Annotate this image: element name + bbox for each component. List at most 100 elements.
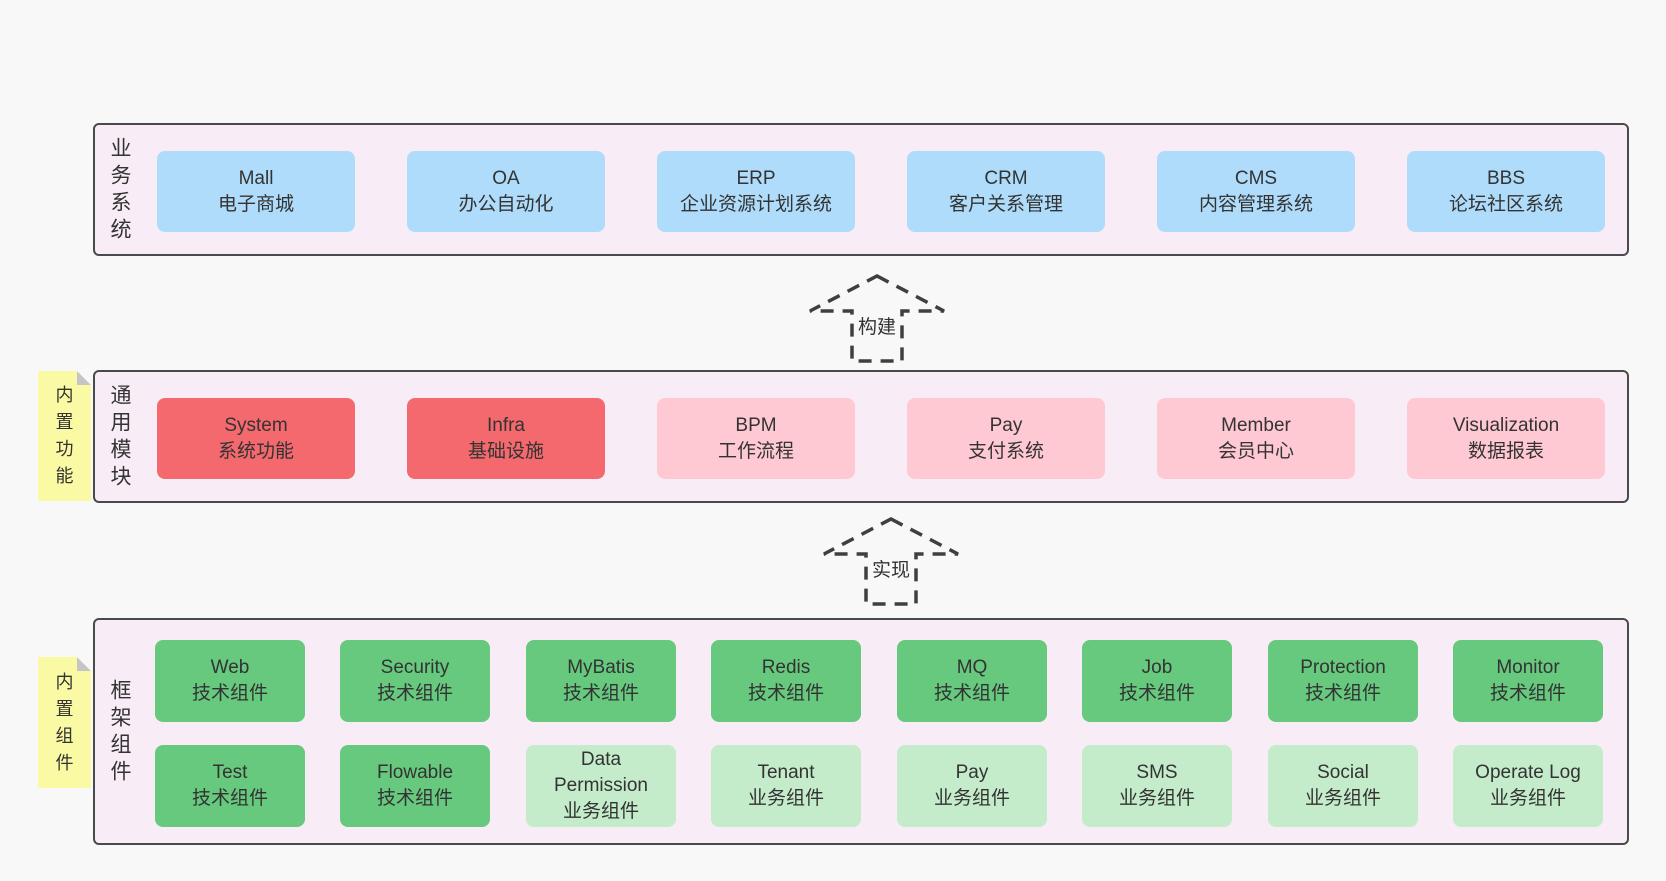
box-desc: 工作流程 [717,440,794,462]
box-name: MyBatis [567,657,635,678]
box-desc: 系统功能 [217,440,294,462]
box-name: SMS [1136,762,1178,783]
box-name: Protection [1300,657,1386,678]
box-mall: Mall 电子商城 [157,151,355,232]
box-desc: 业务组件 [933,788,1010,809]
box-desc: 技术组件 [933,683,1010,704]
box-name: Infra [486,414,526,436]
box-oa: OA 办公自动化 [407,151,605,232]
box-name: Test [212,762,248,783]
layer-framework-components: 框架组件 Web 技术组件 Security 技术组件 MyBatis 技术组件… [93,618,1629,845]
box-social: Social 业务组件 [1268,745,1418,827]
box-mq: MQ 技术组件 [897,640,1047,722]
box-redis: Redis 技术组件 [711,640,861,722]
box-desc: 电子商城 [217,193,294,215]
box-name: OA [492,167,520,189]
box-desc: 业务组件 [747,788,824,809]
box-name: Web [210,657,250,678]
box-name: Redis [761,657,811,678]
box-crm: CRM 客户关系管理 [907,151,1105,232]
box-name: MQ [956,657,988,678]
box-desc: 技术组件 [376,788,453,809]
layer-common-modules: 通用模块 System 系统功能 Infra 基础设施 BPM 工作流程 Pay… [93,370,1629,503]
box-name: CMS [1234,167,1278,189]
box-pay-system: Pay 支付系统 [907,398,1105,479]
build-arrow-label: 构建 [855,312,899,339]
box-name: Pay [989,414,1023,436]
box-desc: 业务组件 [1118,788,1195,809]
box-name: ERP [736,167,776,189]
box-desc: 业务组件 [1304,788,1381,809]
box-desc: 内容管理系统 [1198,193,1313,215]
box-flowable: Flowable 技术组件 [340,745,490,827]
box-desc: 数据报表 [1467,440,1544,462]
box-data-permission: Data Permission 业务组件 [526,745,676,827]
box-monitor: Monitor 技术组件 [1453,640,1603,722]
box-desc: 技术组件 [376,683,453,704]
box-name: BPM [735,414,777,436]
sticky-note-text: 内置组件 [55,671,74,773]
box-desc: 基础设施 [467,440,544,462]
box-cms: CMS 内容管理系统 [1157,151,1355,232]
box-name: Operate Log [1475,762,1581,783]
folded-corner-icon [77,657,91,671]
build-arrow: 构建 [805,274,949,363]
box-desc: 企业资源计划系统 [679,193,832,215]
box-name: Tenant [757,762,815,783]
layer-business-systems: 业务系统 Mall 电子商城 OA 办公自动化 ERP 企业资源计划系统 CRM… [93,123,1629,256]
box-desc: 技术组件 [1489,683,1566,704]
box-name: Data Permission [554,749,648,796]
box-member: Member 会员中心 [1157,398,1355,479]
box-security: Security 技术组件 [340,640,490,722]
box-name: Monitor [1496,657,1560,678]
sticky-note-built-in-components: 内置组件 [38,657,91,788]
box-desc: 论坛社区系统 [1448,193,1563,215]
box-job: Job 技术组件 [1082,640,1232,722]
box-web: Web 技术组件 [155,640,305,722]
layer-framework-components-label: 框架组件 [110,678,132,784]
sticky-note-built-in-features: 内置功能 [38,371,91,501]
box-desc: 业务组件 [562,801,639,822]
box-desc: 业务组件 [1489,788,1566,809]
box-name: System [224,414,288,436]
box-tenant: Tenant 业务组件 [711,745,861,827]
box-system: System 系统功能 [157,398,355,479]
box-desc: 技术组件 [191,788,268,809]
box-name: Social [1317,762,1369,783]
box-desc: 技术组件 [191,683,268,704]
box-mybatis: MyBatis 技术组件 [526,640,676,722]
box-name: Flowable [376,762,454,783]
layer-business-systems-label: 业务系统 [110,136,132,242]
box-name: Security [380,657,450,678]
box-name: Visualization [1452,414,1560,436]
implement-arrow-label: 实现 [869,555,913,582]
box-desc: 支付系统 [967,440,1044,462]
box-desc: 技术组件 [1118,683,1195,704]
box-name: Pay [955,762,989,783]
box-infra: Infra 基础设施 [407,398,605,479]
box-desc: 技术组件 [562,683,639,704]
layer-common-modules-label: 通用模块 [110,383,132,489]
box-operate-log: Operate Log 业务组件 [1453,745,1603,827]
box-desc: 技术组件 [1304,683,1381,704]
box-desc: 客户关系管理 [948,193,1063,215]
box-pay-component: Pay 业务组件 [897,745,1047,827]
box-sms: SMS 业务组件 [1082,745,1232,827]
box-erp: ERP 企业资源计划系统 [657,151,855,232]
box-bpm: BPM 工作流程 [657,398,855,479]
box-name: Job [1141,657,1173,678]
implement-arrow: 实现 [819,517,963,606]
box-test: Test 技术组件 [155,745,305,827]
box-name: Member [1221,414,1291,436]
box-bbs: BBS 论坛社区系统 [1407,151,1605,232]
box-visualization: Visualization 数据报表 [1407,398,1605,479]
box-protection: Protection 技术组件 [1268,640,1418,722]
folded-corner-icon [77,371,91,385]
box-name: Mall [238,167,274,189]
sticky-note-text: 内置功能 [55,385,74,486]
box-desc: 会员中心 [1217,440,1294,462]
box-desc: 技术组件 [747,683,824,704]
box-name: BBS [1486,167,1526,189]
box-desc: 办公自动化 [458,193,554,215]
